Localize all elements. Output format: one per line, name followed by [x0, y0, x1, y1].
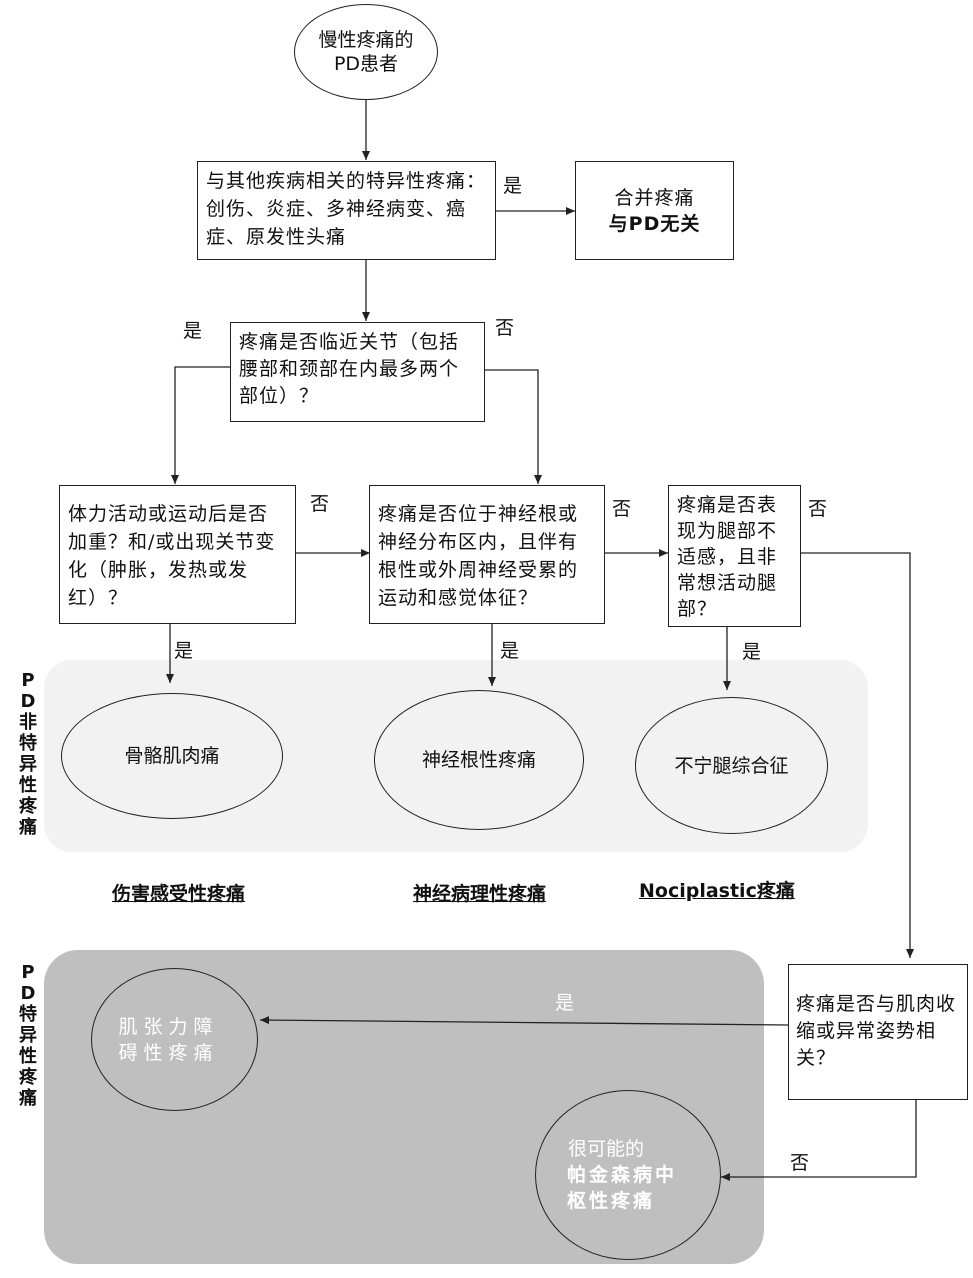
question-near-joint: 疼痛是否临近关节（包括腰部和颈部在内最多两个部位）？ — [230, 322, 485, 422]
label-yes-q6: 是 — [555, 992, 575, 1014]
label-no-q5: 否 — [808, 498, 828, 520]
start-node: 慢性疼痛的 PD患者 — [294, 4, 438, 100]
q3-text: 体力活动或运动后是否加重？和/或出现关节变化（肿胀，发热或发红）？ — [68, 503, 276, 609]
question-muscle-contraction: 疼痛是否与肌肉收缩或异常姿势相关？ — [788, 964, 968, 1100]
label-no-q6: 否 — [790, 1152, 810, 1174]
outcome-unrelated-box: 合并疼痛 与PD无关 — [575, 161, 734, 260]
start-line1: 慢性疼痛的 — [318, 29, 414, 51]
label-no-q4: 否 — [612, 498, 632, 520]
question-leg-discomfort: 疼痛是否表现为腿部不适感，且非常想活动腿部？ — [668, 485, 801, 627]
musculoskeletal-label: 骨骼肌肉痛 — [124, 745, 220, 767]
rls-label: 不宁腿综合征 — [674, 754, 789, 777]
central-line1: 很可能的 — [568, 1138, 645, 1160]
region-nonspecific-text: PD非特异性疼痛 — [19, 670, 37, 838]
unrelated-line2: 与PD无关 — [608, 212, 701, 235]
dystonic-label: 肌张力障碍性疼痛 — [118, 1015, 219, 1064]
outcome-dystonic: 肌张力障碍性疼痛 — [91, 968, 258, 1111]
region-label-specific: PD特异性疼痛 — [17, 962, 39, 1109]
outcome-central: 很可能的 帕金森病中枢性疼痛 — [535, 1090, 721, 1260]
outcome-rls: 不宁腿综合征 — [635, 697, 828, 834]
label-yes-q2: 是 — [183, 320, 203, 342]
category-neuropathic: 神经病理性疼痛 — [413, 883, 547, 905]
central-line2: 帕金森病中枢性疼痛 — [567, 1164, 678, 1212]
outcome-radicular: 神经根性疼痛 — [374, 690, 584, 830]
question-activity-worse: 体力活动或运动后是否加重？和/或出现关节变化（肿胀，发热或发红）？ — [59, 485, 296, 624]
category-nociceptive: 伤害感受性疼痛 — [112, 883, 246, 905]
label-yes-q5: 是 — [742, 641, 762, 663]
label-no-q3: 否 — [310, 493, 330, 515]
q2-text: 疼痛是否临近关节（包括腰部和颈部在内最多两个部位）？ — [239, 331, 460, 407]
q6-text: 疼痛是否与肌肉收缩或异常姿势相关？ — [796, 993, 957, 1069]
label-yes-q3: 是 — [174, 640, 194, 662]
radicular-label: 神经根性疼痛 — [421, 749, 536, 771]
start-line2: PD患者 — [333, 53, 399, 75]
outcome-musculoskeletal: 骨骼肌肉痛 — [61, 693, 283, 819]
q5-text: 疼痛是否表现为腿部不适感，且非常想活动腿部？ — [677, 494, 778, 620]
q4-text: 疼痛是否位于神经根或神经分布区内，且伴有根性或外周神经受累的运动和感觉体征？ — [378, 503, 579, 609]
label-yes-q1: 是 — [503, 175, 523, 197]
label-yes-q4: 是 — [500, 640, 520, 662]
region-specific-text: PD特异性疼痛 — [19, 962, 37, 1109]
label-no-q2: 否 — [495, 317, 515, 339]
question-specific-disease: 与其他疾病相关的特异性疼痛：创伤、炎症、多神经病变、癌症、原发性头痛 — [197, 161, 496, 260]
question-nerve-root: 疼痛是否位于神经根或神经分布区内，且伴有根性或外周神经受累的运动和感觉体征？ — [369, 485, 605, 624]
q1-text: 与其他疾病相关的特异性疼痛：创伤、炎症、多神经病变、癌症、原发性头痛 — [206, 170, 487, 248]
unrelated-line1: 合并疼痛 — [614, 186, 695, 209]
category-nociplastic: Nociplastic疼痛 — [639, 880, 795, 902]
region-label-nonspecific: PD非特异性疼痛 — [17, 670, 39, 838]
